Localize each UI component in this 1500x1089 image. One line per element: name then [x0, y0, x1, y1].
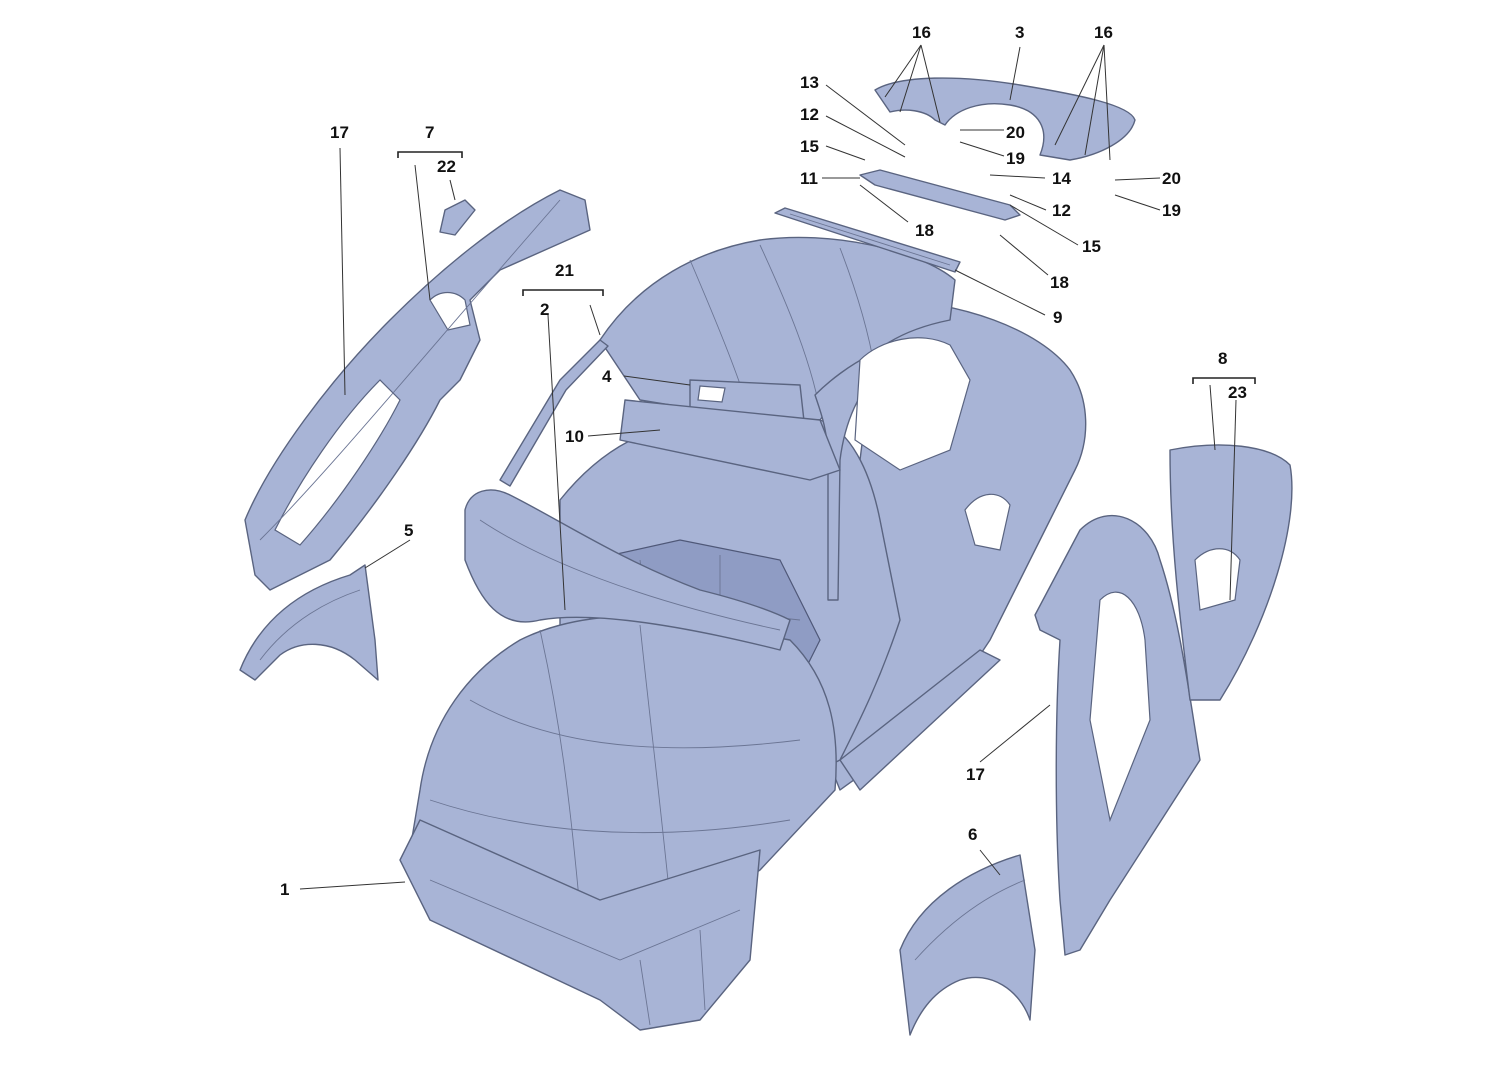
left-front-fender: [239, 564, 379, 681]
callout-8: 8: [1218, 349, 1227, 368]
roof-rail: [499, 339, 609, 487]
callout-18a: 18: [915, 221, 934, 240]
leader-lines: [299, 44, 1237, 890]
callout-labels: 1 2 3 4 5 6 7 8 9 10 11 12 12 13 14 15 1…: [280, 23, 1247, 899]
callout-16b: 16: [1094, 23, 1113, 42]
callout-22: 22: [437, 157, 456, 176]
callout-17a: 17: [330, 123, 349, 142]
group-braces: [397, 151, 1256, 384]
rear-crossmember: [774, 207, 961, 273]
callout-9: 9: [1053, 308, 1062, 327]
left-side-frame: [244, 189, 591, 591]
rear-spoiler-panel: [874, 77, 1136, 161]
right-side-frame: [1034, 444, 1293, 956]
callout-11: 11: [800, 169, 818, 188]
callout-20a: 20: [1006, 123, 1025, 142]
callout-15b: 15: [1082, 237, 1101, 256]
callout-1: 1: [280, 880, 289, 899]
callout-13: 13: [800, 73, 819, 92]
callout-20b: 20: [1162, 169, 1181, 188]
callout-10: 10: [565, 427, 584, 446]
callout-16a: 16: [912, 23, 931, 42]
callout-14: 14: [1052, 169, 1071, 188]
callout-12b: 12: [1052, 201, 1071, 220]
callout-21: 21: [555, 261, 574, 280]
panel-22: [439, 199, 476, 236]
callout-3: 3: [1015, 23, 1024, 42]
body-shell: [399, 236, 1087, 1031]
right-front-fender: [899, 854, 1036, 1036]
callout-18b: 18: [1050, 273, 1069, 292]
callout-4: 4: [602, 367, 612, 386]
callout-6: 6: [968, 825, 977, 844]
callout-19b: 19: [1162, 201, 1181, 220]
callout-7: 7: [425, 123, 434, 142]
callout-23: 23: [1228, 383, 1247, 402]
callout-17b: 17: [966, 765, 985, 784]
windscreen-frame: [464, 489, 791, 651]
callout-19a: 19: [1006, 149, 1025, 168]
callout-2: 2: [540, 300, 549, 319]
callout-12a: 12: [800, 105, 819, 124]
bracket-11: [859, 169, 1021, 221]
callout-5: 5: [404, 521, 413, 540]
callout-15a: 15: [800, 137, 819, 156]
